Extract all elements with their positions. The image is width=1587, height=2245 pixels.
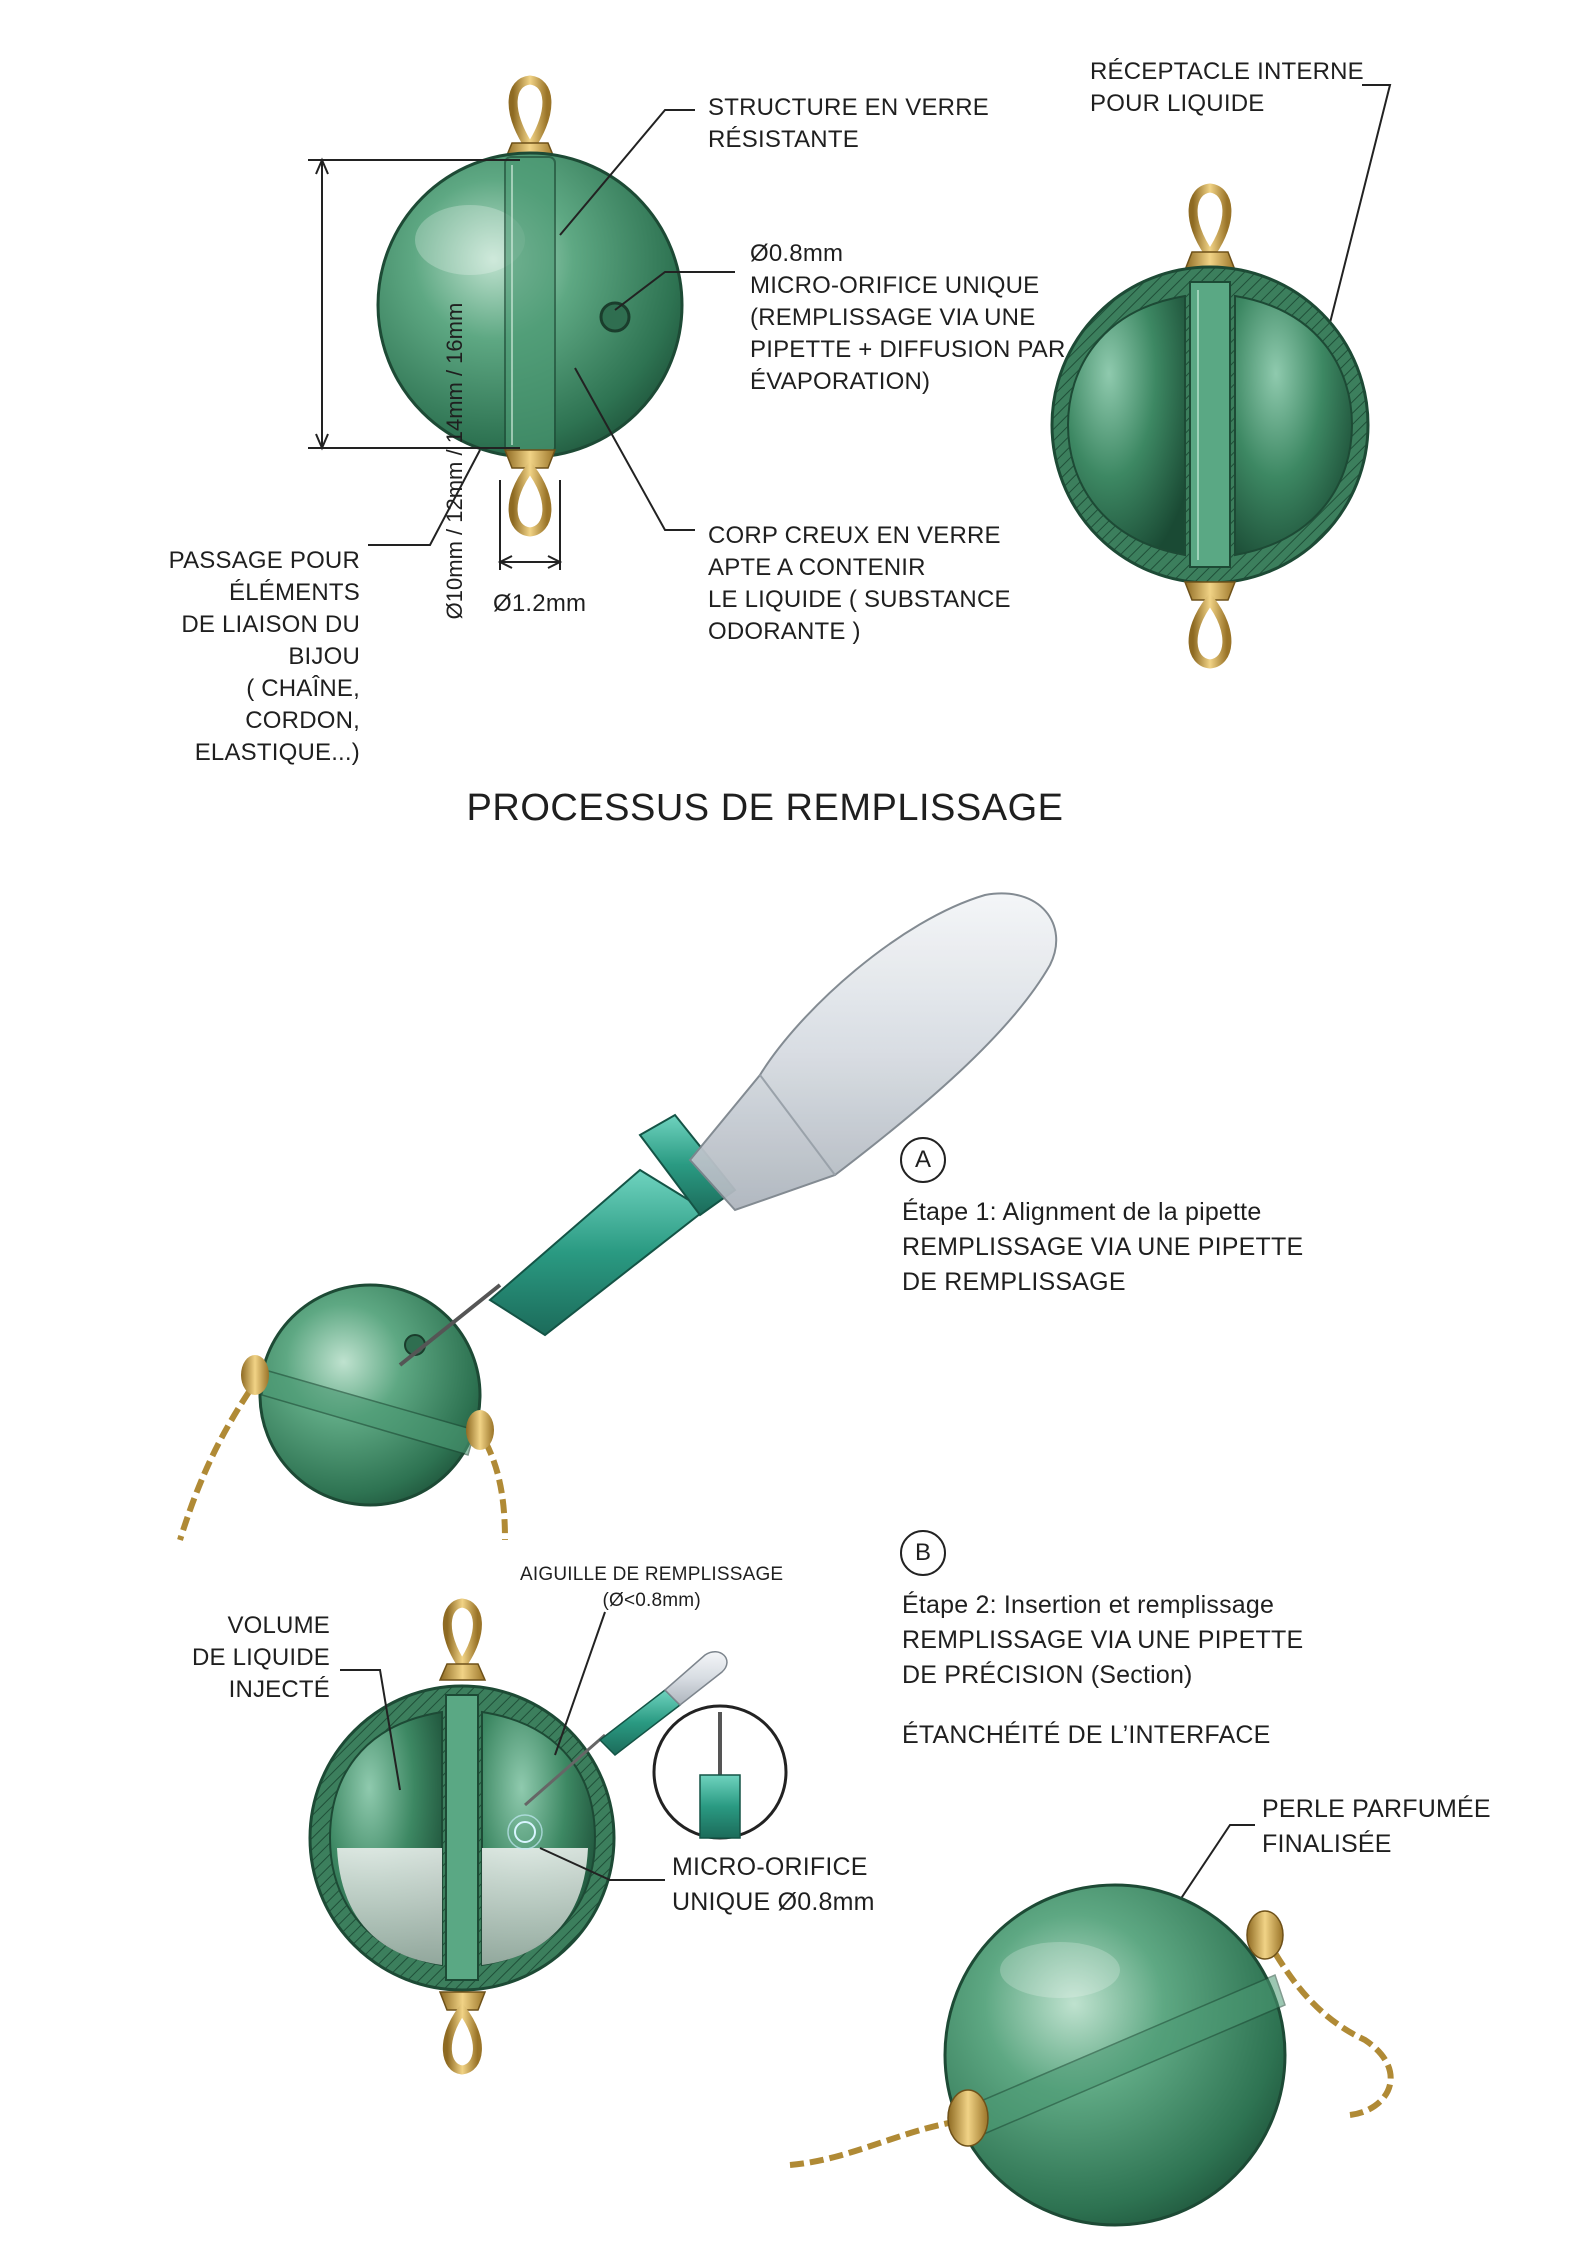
dimension-vertical-label: Ø10mm / 12mm / 14mm / 16mm — [442, 302, 467, 620]
dimension-passage-label: Ø1.2mm — [493, 590, 587, 617]
step-b-text-2: ÉTANCHÉITÉ DE L’INTERFACE — [902, 1721, 1271, 1749]
step-b-text: Étape 2: Insertion et remplissage REMPLI… — [902, 1591, 1304, 1689]
leader-lines-step-b — [340, 1611, 1255, 1946]
label-receptacle: RÉCEPTACLE INTERNE POUR LIQUIDE — [1090, 58, 1364, 117]
bead-section-view — [1050, 183, 1370, 669]
dimension-lines — [308, 157, 563, 570]
step-a-illustration — [177, 892, 1058, 1541]
final-bead-illustration — [789, 1883, 1394, 2227]
label-structure: STRUCTURE EN VERRE RÉSISTANTE — [708, 94, 989, 153]
process-title: PROCESSUS DE REMPLISSAGE — [466, 787, 1064, 829]
label-orifice: Ø0.8mm MICRO-ORIFICE UNIQUE (REMPLISSAGE… — [750, 240, 1066, 395]
label-final: PERLE PARFUMÉE FINALISÉE — [1262, 1795, 1491, 1858]
leader-lines-top — [368, 84, 1392, 546]
label-aiguille: AIGUILLE DE REMPLISSAGE (Ø<0.8mm) — [520, 1564, 784, 1611]
label-corps: CORP CREUX EN VERRE APTE A CONTENIR LE L… — [708, 522, 1011, 645]
label-passage: PASSAGE POUR ÉLÉMENTS DE LIAISON DU BIJO… — [168, 547, 360, 766]
step-b-marker: B — [900, 1530, 946, 1576]
label-volume: VOLUME DE LIQUIDE INJECTÉ — [191, 1612, 330, 1703]
step-a-marker: A — [900, 1137, 946, 1183]
step-a-text: Étape 1: Alignment de la pipette REMPLIS… — [902, 1198, 1304, 1296]
label-micro: MICRO-ORIFICE UNIQUE Ø0.8mm — [672, 1853, 875, 1916]
step-b-illustration — [308, 1598, 788, 2075]
bead-front-view — [376, 75, 684, 537]
